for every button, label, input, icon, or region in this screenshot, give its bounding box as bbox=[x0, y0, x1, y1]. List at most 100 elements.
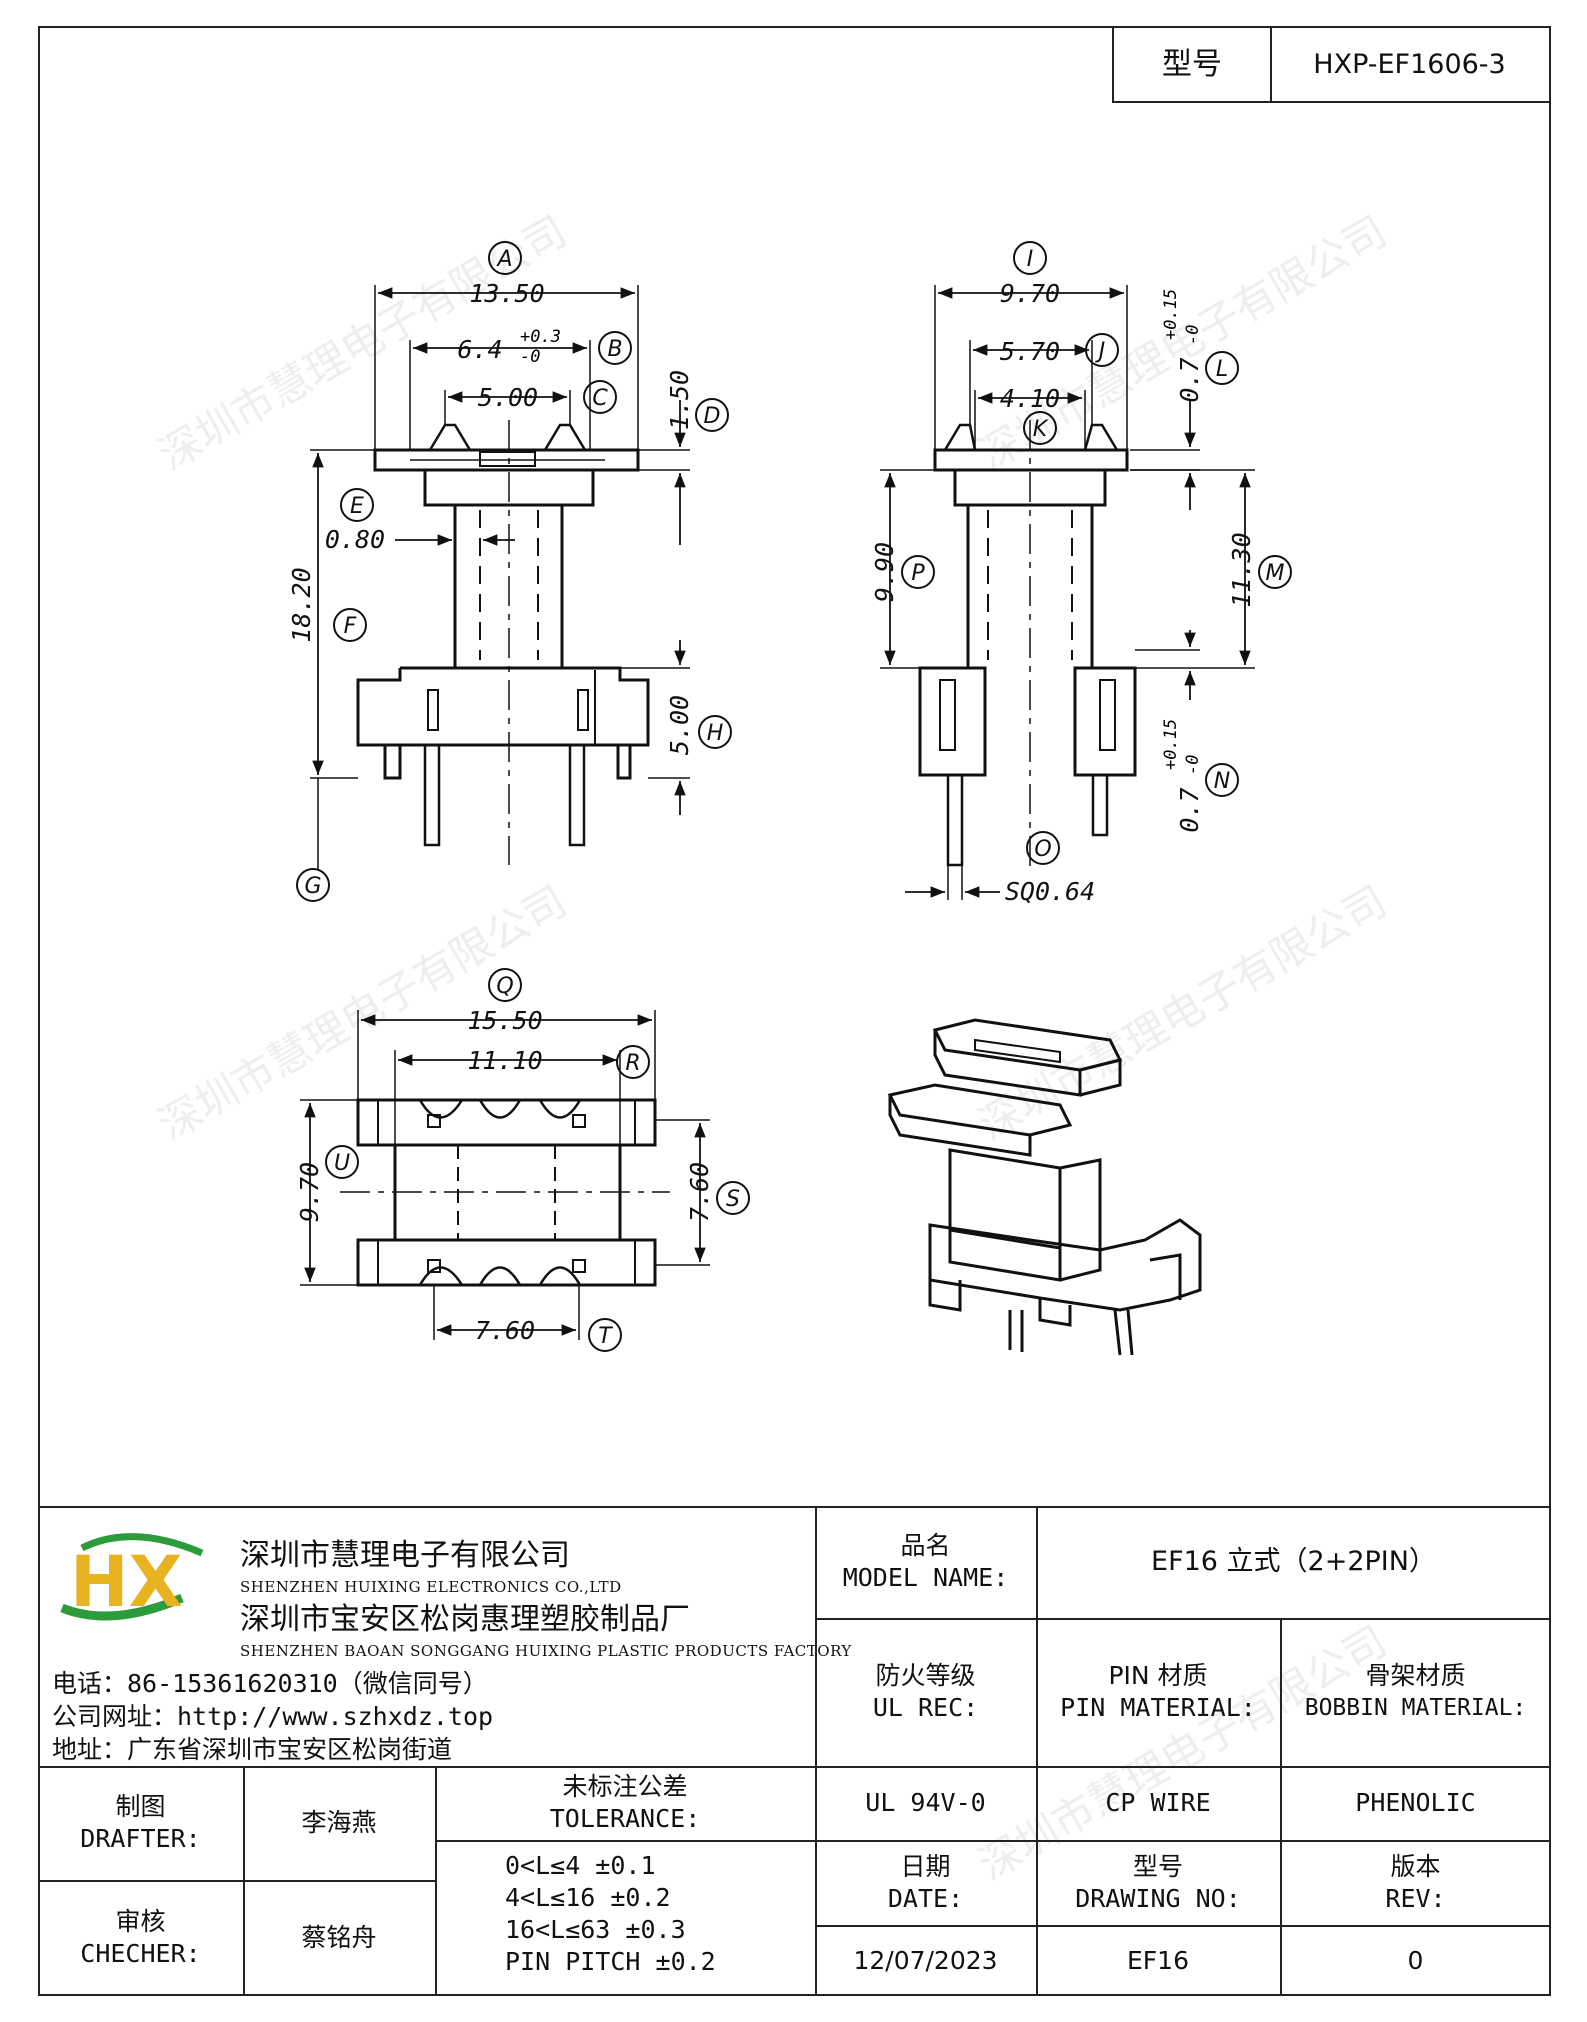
fire-rating-value-cell: UL 94V-0 bbox=[815, 1766, 1036, 1840]
date-label-cell: 日期 DATE: bbox=[815, 1840, 1036, 1925]
dim-F-value: 18.20 bbox=[287, 567, 316, 642]
callout-I: I bbox=[1013, 241, 1047, 275]
rev-cn: 版本 bbox=[1390, 1851, 1441, 1881]
callout-G: G bbox=[296, 868, 330, 902]
grid-line bbox=[38, 1880, 435, 1882]
callout-Q: Q bbox=[488, 968, 522, 1002]
callout-B: B bbox=[598, 331, 632, 365]
dim-M-value: 11.30 bbox=[1227, 532, 1256, 607]
logo-letters: HX bbox=[70, 1541, 183, 1623]
svg-text:E: E bbox=[350, 494, 364, 519]
svg-text:P: P bbox=[911, 561, 925, 586]
checker-name-cell: 蔡铭舟 bbox=[243, 1880, 435, 1996]
drawing-no-label-cell: 型号 DRAWING NO: bbox=[1036, 1840, 1280, 1925]
dim-J-value: 5.70 bbox=[1000, 337, 1060, 366]
svg-text:N: N bbox=[1214, 769, 1230, 794]
header-model-label-cell: 型号 bbox=[1112, 26, 1272, 103]
dim-L-tol-plus: +0.15 bbox=[1161, 289, 1181, 340]
svg-text:I: I bbox=[1027, 247, 1034, 272]
checker-name: 蔡铭舟 bbox=[301, 1923, 377, 1952]
callout-K: K bbox=[1023, 411, 1057, 445]
dim-A-value: 13.50 bbox=[469, 279, 544, 308]
svg-text:T: T bbox=[598, 1324, 613, 1349]
dim-O-value: SQ0.64 bbox=[1005, 877, 1095, 906]
bobbin-material-cn: 骨架材质 bbox=[1365, 1661, 1466, 1690]
grid-line bbox=[815, 1618, 1551, 1620]
svg-text:K: K bbox=[1033, 417, 1049, 442]
fire-rating-en: UL REC: bbox=[872, 1693, 979, 1722]
svg-text:H: H bbox=[707, 721, 724, 746]
dim-S-value: 7.60 bbox=[685, 1162, 714, 1222]
pin-material-en: PIN MATERIAL: bbox=[1060, 1693, 1256, 1722]
dim-B-value: 6.4 bbox=[457, 335, 502, 364]
model-name-value-cell: EF16 立式（2+2PIN） bbox=[1036, 1506, 1551, 1618]
dim-B-tol-plus: +0.3 bbox=[520, 327, 561, 347]
dim-N-tol-plus: +0.15 bbox=[1161, 719, 1181, 770]
tolerance-label-cell: 未标注公差 TOLERANCE: bbox=[435, 1766, 815, 1840]
model-name-label-cell: 品名 MODEL NAME: bbox=[815, 1506, 1036, 1618]
callout-A: A bbox=[488, 241, 522, 275]
company-website: 公司网址：http://www.szhxdz.top bbox=[52, 1702, 494, 1731]
callout-U: U bbox=[325, 1145, 359, 1179]
rev-label-cell: 版本 REV: bbox=[1280, 1840, 1551, 1925]
drawing-no-value-cell: EF16 bbox=[1036, 1925, 1280, 1996]
dim-I-value: 9.70 bbox=[1000, 279, 1060, 308]
drawing-frame bbox=[38, 26, 1551, 1996]
company-logo: HX bbox=[60, 1533, 204, 1623]
svg-text:L: L bbox=[1216, 357, 1228, 382]
bobbin-material-value: PHENOLIC bbox=[1355, 1788, 1476, 1817]
grid-line bbox=[243, 1766, 245, 1996]
svg-text:U: U bbox=[334, 1151, 350, 1176]
header-model-label: 型号 bbox=[1162, 46, 1222, 82]
drafter-name: 李海燕 bbox=[301, 1808, 377, 1837]
callout-E: E bbox=[340, 488, 374, 522]
dim-D-value: 1.50 bbox=[665, 370, 694, 430]
drafter-name-cell: 李海燕 bbox=[243, 1766, 435, 1880]
fire-rating-label-cell: 防火等级 UL REC: bbox=[815, 1618, 1036, 1766]
callout-J: J bbox=[1085, 333, 1119, 367]
factory-name-cn: 深圳市宝安区松岗惠理塑胶制品厂 bbox=[240, 1602, 690, 1637]
dim-R-value: 11.10 bbox=[467, 1046, 542, 1075]
dim-K-value: 4.10 bbox=[1000, 384, 1060, 413]
rev-value-cell: 0 bbox=[1280, 1925, 1551, 1996]
callout-L: L bbox=[1205, 351, 1239, 385]
title-block-divider bbox=[815, 1506, 817, 1996]
tolerance-row: 16<L≤63 ±0.3 bbox=[505, 1915, 686, 1944]
checker-cn: 审核 bbox=[115, 1907, 166, 1936]
callout-N: N bbox=[1205, 763, 1239, 797]
tolerance-row: 4<L≤16 ±0.2 bbox=[505, 1883, 671, 1912]
dim-N-value: 0.7 bbox=[1175, 787, 1204, 832]
dim-B-tol-minus: -0 bbox=[520, 347, 540, 367]
svg-text:R: R bbox=[625, 1051, 640, 1076]
dim-T-value: 7.60 bbox=[475, 1316, 535, 1345]
dim-L-value: 0.7 bbox=[1175, 357, 1204, 402]
dim-P-value: 9.90 bbox=[870, 542, 899, 602]
grid-line bbox=[1280, 1618, 1282, 1996]
model-name-cn: 品名 bbox=[900, 1531, 951, 1560]
callout-S: S bbox=[716, 1181, 750, 1215]
tolerance-row: 0<L≤4 ±0.1 bbox=[505, 1851, 656, 1880]
header-model-value: HXP-EF1606-3 bbox=[1313, 48, 1506, 80]
checker-label-cell: 审核 CHECHER: bbox=[38, 1880, 243, 1996]
svg-text:F: F bbox=[344, 614, 357, 639]
checker-en: CHECHER: bbox=[80, 1939, 201, 1968]
svg-text:B: B bbox=[607, 337, 622, 362]
grid-line bbox=[435, 1766, 437, 1996]
svg-text:D: D bbox=[704, 404, 721, 429]
svg-text:S: S bbox=[726, 1187, 740, 1212]
dimension-text-layer: A B C D E F G H 13.50 6.4 +0.3 -0 5.00 1… bbox=[287, 241, 1292, 1352]
drawing-no-value: EF16 bbox=[1127, 1945, 1189, 1975]
fire-rating-value: UL 94V-0 bbox=[865, 1788, 986, 1817]
tolerance-row: PIN PITCH ±0.2 bbox=[505, 1947, 716, 1976]
dim-L-tol-minus: -0 bbox=[1183, 325, 1203, 345]
rev-en: REV: bbox=[1385, 1883, 1446, 1913]
callout-C: C bbox=[583, 380, 617, 414]
dim-E-value: 0.80 bbox=[325, 525, 385, 554]
technical-drawing bbox=[300, 285, 1255, 1356]
drafter-en: DRAFTER: bbox=[80, 1824, 201, 1853]
bottom-view bbox=[300, 1010, 710, 1340]
bobbin-material-en: BOBBIN MATERIAL: bbox=[1304, 1695, 1527, 1721]
tolerance-cn: 未标注公差 bbox=[562, 1772, 688, 1801]
callout-P: P bbox=[901, 555, 935, 589]
company-phone: 电话：86-15361620310（微信同号） bbox=[52, 1669, 488, 1698]
